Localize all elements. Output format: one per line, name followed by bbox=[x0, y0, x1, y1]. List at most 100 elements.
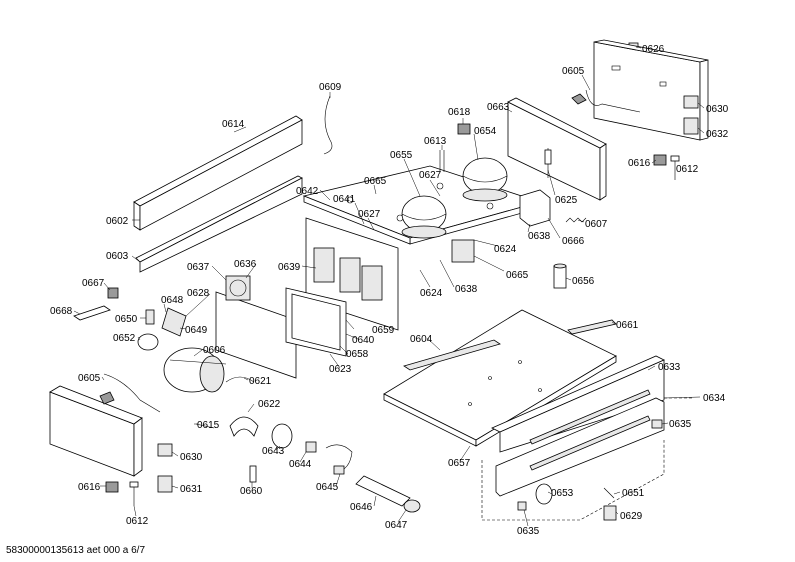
label-0643: 0643 bbox=[262, 446, 285, 457]
part-0616-0612-bottom bbox=[105, 481, 139, 506]
label-0649: 0649 bbox=[185, 325, 208, 336]
label-0666: 0666 bbox=[562, 236, 585, 247]
part-0636-fan-shroud bbox=[225, 275, 251, 301]
label-0618: 0618 bbox=[448, 107, 471, 118]
part-0645-harness bbox=[325, 444, 353, 475]
part-0644-clip bbox=[305, 441, 317, 453]
label-0634: 0634 bbox=[703, 393, 726, 404]
label-0613: 0613 bbox=[424, 136, 447, 147]
label-0605-bottom: 0605 bbox=[78, 373, 101, 384]
part-0650-clip bbox=[145, 309, 155, 325]
part-0609-cord bbox=[323, 95, 333, 155]
label-0606: 0606 bbox=[203, 345, 226, 356]
part-0630-bracket-bottom bbox=[157, 443, 173, 493]
part-0602-top-panel bbox=[133, 115, 303, 231]
label-0622: 0622 bbox=[258, 399, 281, 410]
label-0638-top: 0638 bbox=[528, 231, 551, 242]
label-0668: 0668 bbox=[50, 306, 73, 317]
part-0653-knob bbox=[535, 483, 553, 505]
label-0651: 0651 bbox=[622, 488, 645, 499]
part-rear-plate-left bbox=[49, 373, 161, 477]
label-0653: 0653 bbox=[551, 488, 574, 499]
part-0635-clip-right bbox=[651, 419, 663, 429]
label-0639: 0639 bbox=[278, 262, 301, 273]
leader-lines bbox=[73, 46, 705, 527]
label-0646: 0646 bbox=[350, 502, 373, 513]
part-0603-lower-panel bbox=[135, 175, 303, 273]
label-0665-top: 0665 bbox=[364, 176, 387, 187]
part-0613-tube bbox=[439, 150, 445, 172]
part-0643-cylinder bbox=[271, 423, 293, 449]
label-0644: 0644 bbox=[289, 459, 312, 470]
label-0605-top: 0605 bbox=[562, 66, 585, 77]
part-0656-capacitor bbox=[553, 263, 567, 289]
label-0642: 0642 bbox=[296, 186, 319, 197]
label-0615: 0615 bbox=[197, 420, 220, 431]
part-0663-back-wall bbox=[507, 97, 607, 201]
label-0612-bottom: 0612 bbox=[126, 516, 149, 527]
part-0654-compressor-right bbox=[462, 157, 508, 202]
label-0627-mid: 0627 bbox=[358, 209, 381, 220]
label-0635-bottom: 0635 bbox=[517, 526, 540, 537]
label-0647: 0647 bbox=[385, 520, 408, 531]
part-0622-bracket bbox=[229, 416, 259, 437]
label-0659: 0659 bbox=[372, 325, 395, 336]
part-0630-bracket-top bbox=[683, 95, 699, 135]
label-0663: 0663 bbox=[487, 102, 510, 113]
label-0614: 0614 bbox=[222, 119, 245, 130]
label-0641: 0641 bbox=[333, 194, 356, 205]
label-0656: 0656 bbox=[572, 276, 595, 287]
label-0633: 0633 bbox=[658, 362, 681, 373]
label-0667: 0667 bbox=[82, 278, 105, 289]
part-0615-wire bbox=[195, 423, 215, 429]
label-0632: 0632 bbox=[706, 129, 729, 140]
label-0602: 0602 bbox=[106, 216, 129, 227]
label-0665-mid: 0665 bbox=[506, 270, 529, 281]
label-0624-top: 0624 bbox=[494, 244, 517, 255]
label-0640: 0640 bbox=[352, 335, 375, 346]
part-0629-cover bbox=[603, 505, 617, 521]
part-0633-front-frame bbox=[491, 355, 665, 453]
label-0657: 0657 bbox=[448, 458, 471, 469]
part-0616-0612-top bbox=[653, 154, 680, 180]
part-0637-side-panel bbox=[215, 291, 297, 379]
label-0652: 0652 bbox=[113, 333, 136, 344]
label-0609: 0609 bbox=[319, 82, 342, 93]
part-0607-spring bbox=[565, 217, 587, 223]
label-0604: 0604 bbox=[410, 334, 433, 345]
label-0638-mid: 0638 bbox=[455, 284, 478, 295]
part-0668-rail bbox=[73, 305, 111, 321]
label-0648: 0648 bbox=[161, 295, 184, 306]
part-0655-compressor-left bbox=[401, 195, 447, 239]
part-0618-relay bbox=[457, 123, 471, 135]
label-0661: 0661 bbox=[616, 320, 639, 331]
label-0660: 0660 bbox=[240, 486, 263, 497]
label-0629: 0629 bbox=[620, 511, 643, 522]
part-0665-relay-lower bbox=[451, 239, 475, 263]
part-0606-fan-motor bbox=[163, 347, 227, 393]
label-0645: 0645 bbox=[316, 482, 339, 493]
label-0635-right: 0635 bbox=[669, 419, 692, 430]
part-0646-heater bbox=[355, 475, 421, 513]
part-0638-box bbox=[519, 189, 551, 227]
part-0648-bracket bbox=[161, 307, 187, 337]
label-0624-mid: 0624 bbox=[420, 288, 443, 299]
label-0630-bottom: 0630 bbox=[180, 452, 203, 463]
part-0625-capillary bbox=[544, 148, 552, 178]
part-0660-pin bbox=[249, 465, 257, 483]
label-0631: 0631 bbox=[180, 484, 203, 495]
label-0630-top: 0630 bbox=[706, 104, 729, 115]
part-rear-plate-right bbox=[571, 39, 709, 141]
part-0652-cap bbox=[137, 333, 159, 351]
label-0625: 0625 bbox=[555, 195, 578, 206]
document-id-footer: 58300000135613 aet 000 a 6/7 bbox=[6, 545, 145, 556]
label-0628: 0628 bbox=[187, 288, 210, 299]
label-0627-top: 0627 bbox=[419, 170, 442, 181]
label-0626: 0626 bbox=[642, 44, 665, 55]
label-0623: 0623 bbox=[329, 364, 352, 375]
part-0621-bracket bbox=[225, 376, 255, 383]
label-0636: 0636 bbox=[234, 259, 257, 270]
label-0616-top: 0616 bbox=[628, 158, 651, 169]
part-0623-frame bbox=[285, 287, 347, 357]
